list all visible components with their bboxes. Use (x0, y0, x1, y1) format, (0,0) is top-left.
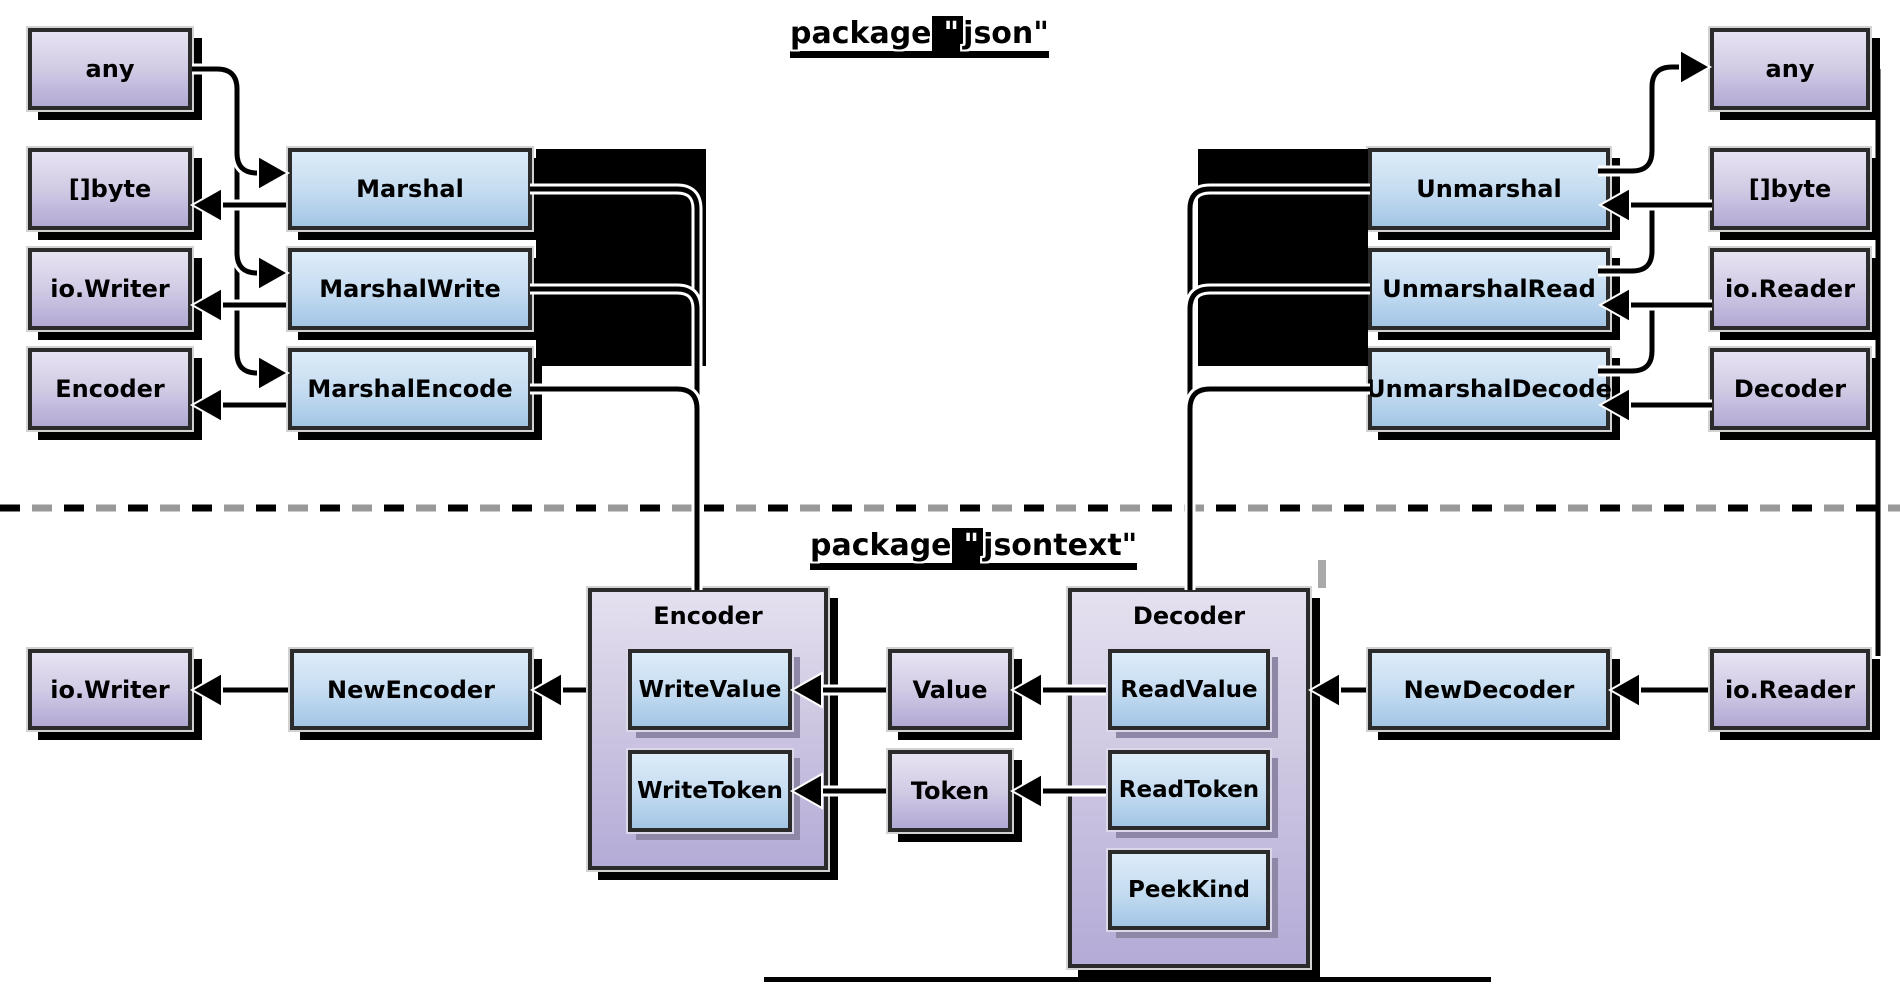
method-label: WriteToken (637, 778, 783, 804)
func-box-unmarshaldecode: UnmarshalDecode (1366, 348, 1612, 430)
method-box-readvalue: ReadValue (1108, 649, 1270, 730)
title-close-quote: " (1121, 528, 1138, 570)
method-box-writevalue: WriteValue (628, 649, 792, 730)
func-label: NewEncoder (326, 675, 496, 704)
method-box-writetoken: WriteToken (628, 750, 792, 832)
bottom-baseline (764, 977, 1491, 982)
func-label: UnmarshalDecode (1366, 375, 1612, 403)
func-box-marshalwrite: MarshalWrite (288, 248, 532, 330)
func-label: MarshalWrite (319, 275, 501, 303)
package-jsontext-title: package"jsontext" (810, 528, 1138, 570)
type-label: io.Reader (1724, 275, 1856, 303)
type-label: any (1765, 55, 1815, 83)
func-box-marshal: Marshal (288, 148, 532, 230)
type-label: []byte (68, 175, 152, 203)
type-box-ioreader-right: io.Reader (1710, 248, 1870, 330)
method-box-readtoken: ReadToken (1108, 750, 1270, 830)
type-label: io.Writer (50, 675, 170, 704)
title-word: package (790, 16, 932, 58)
type-label: io.Reader (1724, 675, 1856, 704)
func-label: NewDecoder (1403, 675, 1575, 704)
type-label: []byte (1748, 175, 1832, 203)
func-label: Marshal (356, 175, 464, 203)
package-json-title: package"json" (790, 16, 1049, 58)
func-label: Unmarshal (1416, 175, 1562, 203)
encoder-container-title: Encoder (653, 602, 763, 630)
type-box-bytes-right: []byte (1710, 148, 1870, 230)
decoder-container-title: Decoder (1132, 602, 1246, 630)
type-label: Encoder (55, 375, 165, 403)
type-box-value: Value (888, 649, 1012, 730)
type-box-any-left: any (28, 28, 192, 110)
method-box-peekkind: PeekKind (1108, 850, 1270, 930)
type-box-any-right: any (1710, 28, 1870, 110)
type-box-iowriter-left: io.Writer (28, 248, 192, 330)
method-label: WriteValue (638, 676, 782, 703)
unmarshal-input-lines (1628, 199, 1712, 411)
title-open-quote: " (931, 16, 964, 58)
title-close-quote: " (1033, 16, 1049, 58)
any-to-marshal-feed-lines (192, 63, 261, 379)
type-label: Value (912, 675, 988, 704)
method-label: ReadValue (1120, 676, 1258, 703)
title-name: jsontext (983, 528, 1122, 570)
unmarshal-to-any-lines (1598, 61, 1682, 377)
type-box-bytes-left: []byte (28, 148, 192, 230)
type-box-decoder-right: Decoder (1710, 348, 1870, 430)
type-label: Decoder (1733, 375, 1847, 403)
func-label: UnmarshalRead (1382, 275, 1596, 303)
title-word: package (810, 528, 952, 570)
type-label: any (85, 55, 135, 83)
type-box-encoder-left: Encoder (28, 348, 192, 430)
func-box-newdecoder: NewDecoder (1368, 649, 1610, 730)
type-box-token: Token (888, 750, 1012, 832)
redacted-region-right (1198, 149, 1368, 366)
type-box-iowriter-bottom: io.Writer (28, 649, 192, 730)
func-box-newencoder: NewEncoder (290, 649, 532, 730)
title-name: json (963, 16, 1034, 58)
type-label: io.Writer (50, 275, 170, 303)
method-label: PeekKind (1128, 877, 1250, 903)
type-label: Token (910, 777, 990, 805)
method-label: ReadToken (1118, 777, 1260, 803)
gray-artifact-mark (1318, 560, 1326, 588)
func-box-unmarshal: Unmarshal (1368, 148, 1610, 230)
marshal-output-lines (220, 199, 286, 411)
redacted-region-left (536, 149, 706, 366)
func-box-unmarshalread: UnmarshalRead (1368, 248, 1610, 330)
func-label: MarshalEncode (307, 375, 513, 403)
title-open-quote: " (951, 528, 984, 570)
type-box-ioreader-bottom: io.Reader (1710, 649, 1870, 730)
func-box-marshalencode: MarshalEncode (288, 348, 532, 430)
